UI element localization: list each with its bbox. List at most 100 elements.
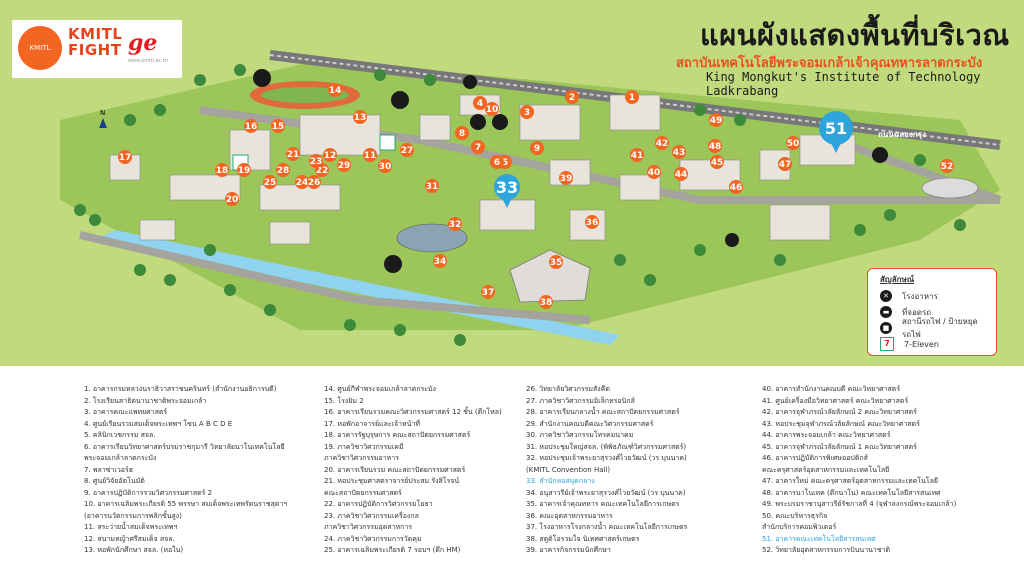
building-marker-24[interactable]: 24 xyxy=(295,175,309,189)
building-marker-20[interactable]: 20 xyxy=(225,192,239,206)
marker-dot[interactable] xyxy=(709,113,723,127)
marker-dot[interactable] xyxy=(539,295,553,309)
marker-dot[interactable] xyxy=(708,139,722,153)
building-marker-47[interactable]: 47 xyxy=(778,157,792,171)
building-marker-14[interactable]: 14 xyxy=(328,83,342,97)
marker-dot[interactable] xyxy=(337,158,351,172)
highlight-dot[interactable] xyxy=(494,174,520,200)
building-marker-21[interactable]: 21 xyxy=(286,147,300,161)
marker-dot[interactable] xyxy=(485,102,499,116)
building-marker-19[interactable]: 19 xyxy=(237,163,251,177)
highlight-marker-33[interactable]: 33 xyxy=(494,174,520,208)
building-marker-12[interactable]: 12 xyxy=(323,148,337,162)
marker-dot[interactable] xyxy=(530,141,544,155)
marker-dot[interactable] xyxy=(473,96,487,110)
building-marker-45[interactable]: 45 xyxy=(710,155,724,169)
marker-dot[interactable] xyxy=(215,163,229,177)
building-marker-26[interactable]: 26 xyxy=(307,175,321,189)
building-marker-1[interactable]: 1 xyxy=(625,90,639,104)
building-marker-4[interactable]: 4 xyxy=(473,96,487,110)
building-marker-41[interactable]: 41 xyxy=(630,148,644,162)
marker-dot[interactable] xyxy=(225,192,239,206)
building-marker-30[interactable]: 30 xyxy=(378,159,392,173)
building-marker-11[interactable]: 11 xyxy=(363,148,377,162)
building-marker-27[interactable]: 27 xyxy=(400,143,414,157)
building-marker-48[interactable]: 48 xyxy=(708,139,722,153)
building-marker-28[interactable]: 28 xyxy=(276,163,290,177)
building-marker-6[interactable]: 6 xyxy=(490,155,504,169)
building-marker-3[interactable]: 3 xyxy=(520,105,534,119)
marker-dot[interactable] xyxy=(400,143,414,157)
marker-dot[interactable] xyxy=(630,148,644,162)
marker-dot[interactable] xyxy=(353,110,367,124)
marker-dot[interactable] xyxy=(585,215,599,229)
marker-dot[interactable] xyxy=(323,148,337,162)
building-marker-40[interactable]: 40 xyxy=(647,165,661,179)
marker-dot[interactable] xyxy=(625,90,639,104)
marker-dot[interactable] xyxy=(559,171,573,185)
building-marker-38[interactable]: 38 xyxy=(539,295,553,309)
marker-dot[interactable] xyxy=(295,175,309,189)
marker-dot[interactable] xyxy=(778,157,792,171)
marker-dot[interactable] xyxy=(363,148,377,162)
building-marker-23[interactable]: 23 xyxy=(309,154,323,168)
building-marker-10[interactable]: 10 xyxy=(485,102,499,116)
highlight-marker-51[interactable]: 51 xyxy=(819,111,853,153)
marker-dot[interactable] xyxy=(244,119,258,133)
building-marker-36[interactable]: 36 xyxy=(585,215,599,229)
marker-dot[interactable] xyxy=(549,255,563,269)
building-marker-9[interactable]: 9 xyxy=(530,141,544,155)
building-marker-52[interactable]: 52 xyxy=(940,159,954,173)
building-marker-31[interactable]: 31 xyxy=(425,179,439,193)
marker-dot[interactable] xyxy=(710,155,724,169)
marker-dot[interactable] xyxy=(271,119,285,133)
building-marker-2[interactable]: 2 xyxy=(565,90,579,104)
building-marker-37[interactable]: 37 xyxy=(481,285,495,299)
marker-dot[interactable] xyxy=(481,285,495,299)
marker-dot[interactable] xyxy=(729,180,743,194)
marker-dot[interactable] xyxy=(237,163,251,177)
building-marker-32[interactable]: 32 xyxy=(448,217,462,231)
marker-dot[interactable] xyxy=(309,154,323,168)
marker-dot[interactable] xyxy=(490,155,504,169)
marker-dot[interactable] xyxy=(786,136,800,150)
building-marker-17[interactable]: 17 xyxy=(118,150,132,164)
marker-dot[interactable] xyxy=(328,83,342,97)
building-marker-18[interactable]: 18 xyxy=(215,163,229,177)
campus-map[interactable]: N ถนนฉลองกรุง 12345678910111213141516171… xyxy=(0,0,1024,366)
building-marker-13[interactable]: 13 xyxy=(353,110,367,124)
marker-dot[interactable] xyxy=(276,163,290,177)
marker-dot[interactable] xyxy=(286,147,300,161)
building-marker-42[interactable]: 42 xyxy=(655,136,669,150)
marker-dot[interactable] xyxy=(655,136,669,150)
marker-dot[interactable] xyxy=(565,90,579,104)
marker-dot[interactable] xyxy=(647,165,661,179)
building-marker-46[interactable]: 46 xyxy=(729,180,743,194)
marker-dot[interactable] xyxy=(672,145,686,159)
marker-dot[interactable] xyxy=(433,254,447,268)
marker-dot[interactable] xyxy=(455,126,469,140)
marker-dot[interactable] xyxy=(520,105,534,119)
marker-dot[interactable] xyxy=(378,159,392,173)
marker-dot[interactable] xyxy=(471,140,485,154)
building-marker-34[interactable]: 34 xyxy=(433,254,447,268)
marker-dot[interactable] xyxy=(118,150,132,164)
marker-dot[interactable] xyxy=(425,179,439,193)
building-marker-35[interactable]: 35 xyxy=(549,255,563,269)
building-marker-8[interactable]: 8 xyxy=(455,126,469,140)
building-marker-15[interactable]: 15 xyxy=(271,119,285,133)
building-marker-7[interactable]: 7 xyxy=(471,140,485,154)
marker-dot[interactable] xyxy=(674,167,688,181)
building-marker-16[interactable]: 16 xyxy=(244,119,258,133)
building-marker-43[interactable]: 43 xyxy=(672,145,686,159)
marker-dot[interactable] xyxy=(263,175,277,189)
building-marker-29[interactable]: 29 xyxy=(337,158,351,172)
building-marker-25[interactable]: 25 xyxy=(263,175,277,189)
marker-dot[interactable] xyxy=(448,217,462,231)
building-marker-39[interactable]: 39 xyxy=(559,171,573,185)
highlight-dot[interactable] xyxy=(819,111,853,145)
building-marker-44[interactable]: 44 xyxy=(674,167,688,181)
building-marker-49[interactable]: 49 xyxy=(709,113,723,127)
building-marker-50[interactable]: 50 xyxy=(786,136,800,150)
